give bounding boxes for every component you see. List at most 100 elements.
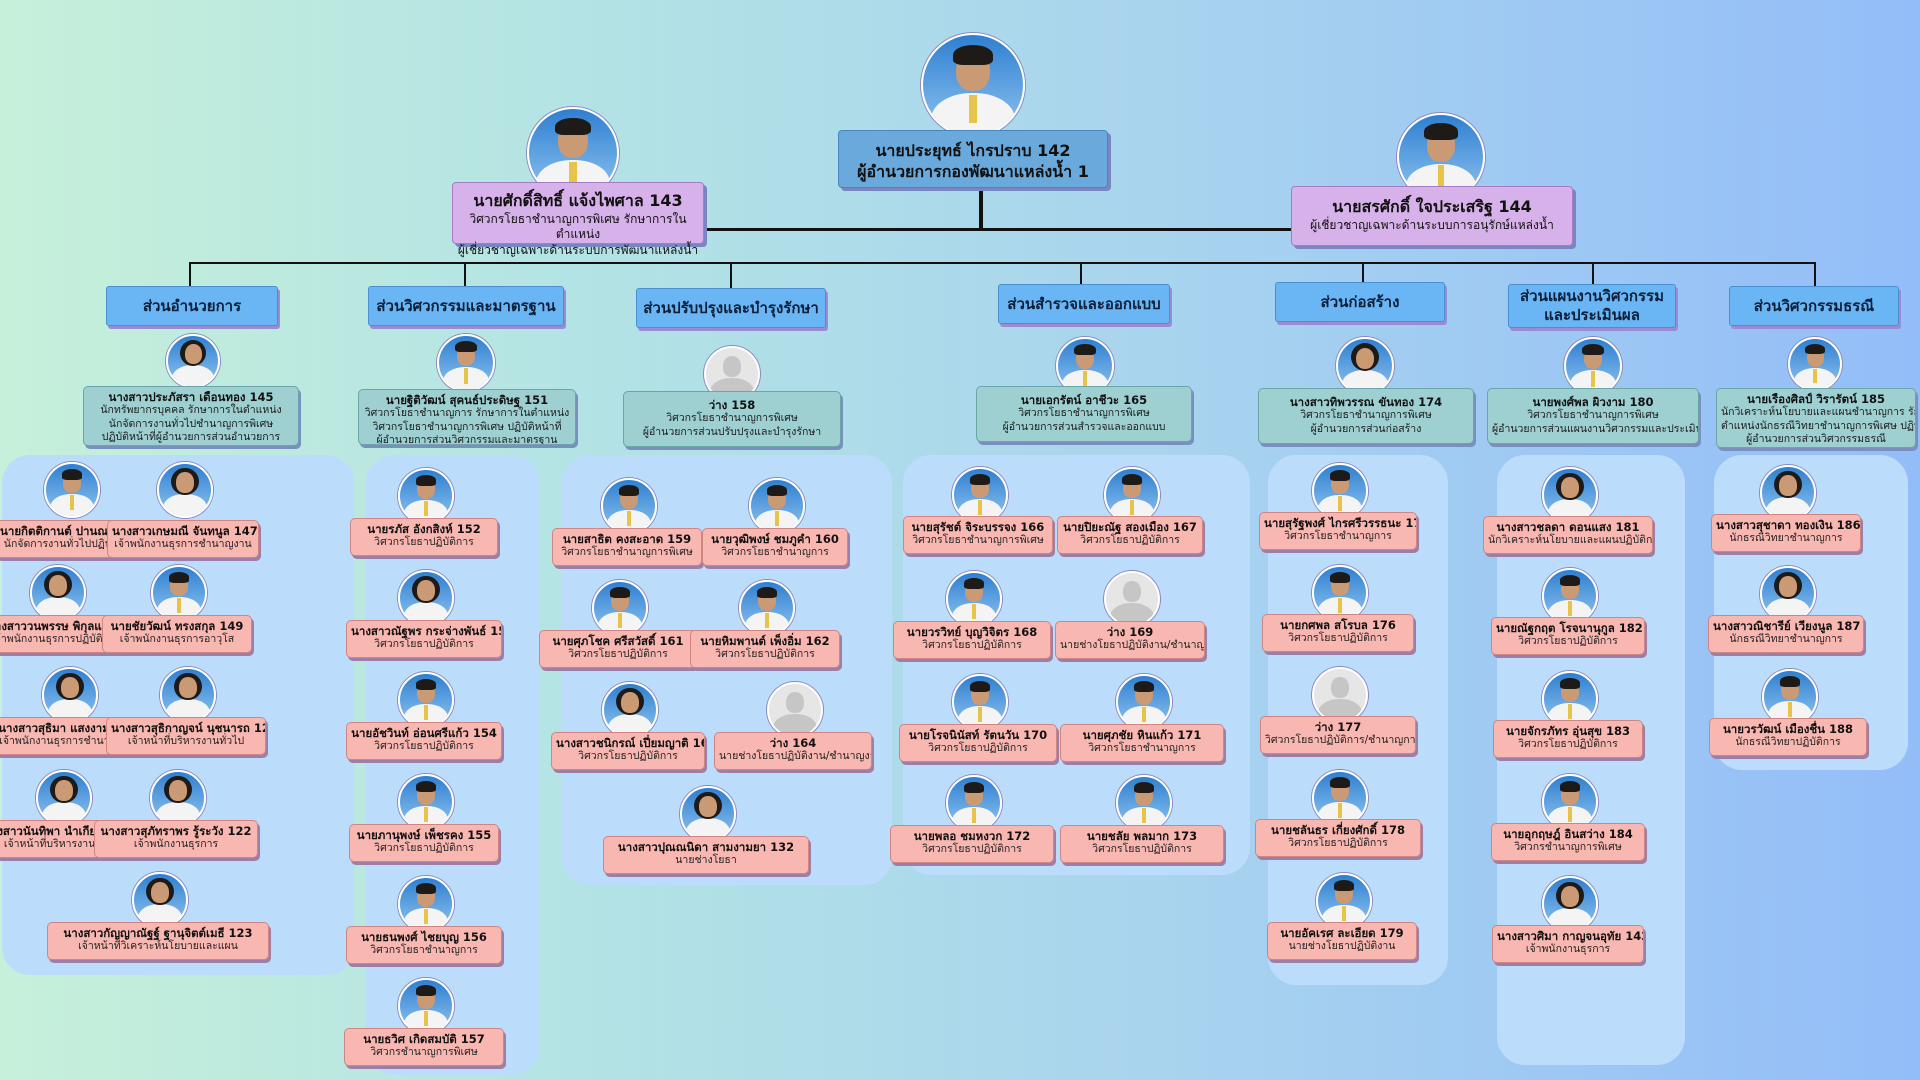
staff-name: นายธวิศ เกิดสมบัติ 157 [363,1032,485,1046]
staff-photo [398,570,454,626]
staff-position: วิศวกรโยธาปฏิบัติการ/ชำนาญการ [1265,734,1416,747]
staff-position: เจ้าพนักงานธุรการชำนาญงาน [114,538,252,551]
staff-photo [1542,467,1598,523]
staff-photo [952,674,1008,730]
connector-horizontal-bus [189,262,1816,264]
staff-position: วิศวกรโยธาปฏิบัติการ [374,536,474,549]
staff-photo [1104,467,1160,523]
connector-drop-4 [1080,262,1082,284]
director-photo [921,33,1025,137]
staff-name: นางสาวศิมา กาญจนอุทัย 142 [1497,929,1644,943]
staff-photo [1542,671,1598,727]
staff-name: นายชัยวัฒน์ ทรงสกุล 149 [110,619,244,633]
staff-name: นายโรจนินัสท์ รัตนวัน 170 [908,728,1048,742]
staff-position: วิศวกรโยธาปฏิบัติการ [1288,837,1388,850]
staff-position: นายช่างโยธาปฏิบัติงาน/ชำนาญงาน [1060,639,1205,652]
staff-photo [749,478,805,534]
staff-position: วิศวกรโยธาชำนาญการ [1088,742,1196,755]
staff-photo [601,478,657,534]
staff-name: นายสาธิต คงสะอาด 159 [562,532,692,546]
staff-photo [1116,775,1172,831]
staff-name: นายศุภชัย หินแก้ว 171 [1082,728,1202,742]
staff-position: นายช่างโยธา [675,854,737,867]
staff-position: เจ้าพนักงานธุรการปฏิบัติงาน [0,633,121,646]
director-position: ผู้อำนวยการกองพัฒนาแหล่งน้ำ 1 [857,161,1089,181]
staff-name: นางสาววนพรรษ พิกุลแก้ว 148 [0,619,129,633]
connector-drop-1 [189,262,191,286]
staff-position: นักธรณีวิทยาชำนาญการ [1729,633,1843,646]
staff-position: วิศวกรชำนาญการพิเศษ [370,1046,478,1059]
staff-photo [946,571,1002,627]
staff-photo [157,462,213,518]
staff-position: วิศวกรโยธาปฏิบัติการ [1288,632,1388,645]
staff-name: นางสาวกัญญาณัฐฐ์ ฐานุจิตต์เมธี 123 [63,926,253,940]
staff-name: นายจักรภัทร อุ่นสุข 183 [1506,724,1630,738]
staff-name: นายอัคเรศ ละเอียด 179 [1280,926,1404,940]
staff-name: นายวุฒิพงษ์ ชมภูคำ 160 [711,532,839,546]
staff-photo [1542,774,1598,830]
staff-name: นายหิมพานต์ เพ็งอิ่ม 162 [700,634,830,648]
staff-name: นายวรวัฒน์ เมืองชื่น 188 [1722,722,1854,736]
expert-left-box: นายศักดิ์สิทธิ์ แจ้งไพศาล 143 วิศวกรโยธา… [452,182,704,257]
connector-expert-right [982,228,1292,231]
staff-position: วิศวกรโยธาปฏิบัติการ [578,750,678,763]
staff-position: วิศวกรโยธาปฏิบัติการ [1518,738,1618,751]
staff-photo [398,978,454,1034]
staff-name: นายชลันธร เกี่ยงศักดิ์ 178 [1271,823,1405,837]
division-title-survey: ส่วนสำรวจและออกแบบ [998,284,1170,324]
staff-position: วิศวกรโยธาปฏิบัติการ [922,639,1022,652]
connector-drop-7 [1814,262,1816,286]
staff-position: วิศวกรโยธาปฏิบัติการ [928,742,1028,755]
director-name: นายประยุทธ์ ไกรปราบ 142 [875,141,1071,160]
director-box: นายประยุทธ์ ไกรปราบ 142 ผู้อำนวยการกองพั… [838,130,1108,188]
panel-planning-staff [1497,455,1685,1065]
staff-name: นายชลัย พลมาก 173 [1086,829,1198,843]
staff-position: เจ้าพนักงานธุรการชำนาญงาน [0,735,137,748]
staff-photo [1312,463,1368,519]
staff-photo [398,468,454,524]
head-photo-construction [1336,337,1394,395]
staff-name: นายณัฐกฤต โรจนานุกูล 182 [1496,621,1643,635]
connector-drop-3 [730,262,732,288]
staff-photo [952,467,1008,523]
staff-name: นางสาวสุชาดา ทองเงิน 186 [1716,518,1861,532]
staff-photo [44,462,100,518]
connector-drop-5 [1362,262,1364,284]
staff-name: นางสาวณิชารีย์ เวียงนูล 187 [1713,619,1861,633]
staff-position: วิศวกรโยธาชำนาญการพิเศษ [912,534,1044,547]
staff-photo [946,775,1002,831]
staff-name: นายพลอ ชมหงวก 172 [913,829,1031,843]
staff-position: วิศวกรโยธาปฏิบัติการ [374,740,474,753]
staff-position: เจ้าพนักงานธุรการ [1525,943,1611,956]
staff-name: นางสาวชนิกรณ์ เปี่ยมญาติ 163 [556,736,705,750]
expert-right-line1: ผู้เชี่ยวชาญเฉพาะด้านระบบการอนุรักษ์แหล่… [1310,217,1554,232]
staff-position: วิศวกรโยธาชำนาญการ [370,944,478,957]
expert-right-name: นายสรศักดิ์ ใจประเสริฐ 144 [1332,197,1532,216]
staff-name: นางสาวสุธิมา แสงงาม 150 [0,721,138,735]
head-photo-planning [1564,337,1622,395]
